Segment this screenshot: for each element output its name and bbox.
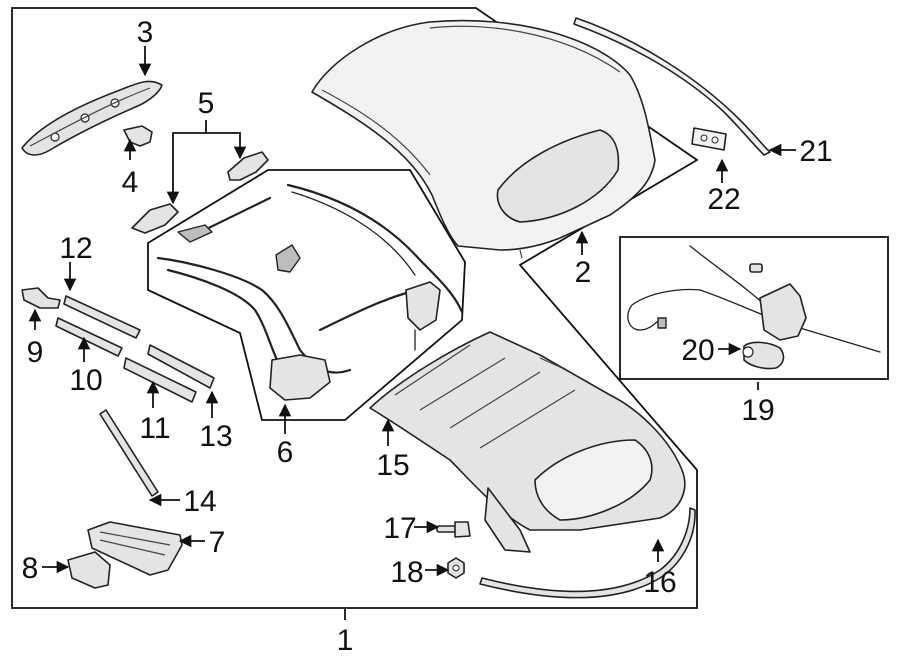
callout-20: 20 [681, 334, 714, 367]
part-4-clip [123, 125, 153, 147]
latch-assembly-box-19 [619, 236, 889, 380]
callout-11: 11 [139, 412, 170, 445]
callout-8: 8 [22, 552, 39, 585]
callout-16: 16 [643, 566, 676, 599]
part-9-end-cap [21, 287, 61, 309]
frame-subassembly-outline-6 [147, 169, 466, 421]
part-5-bracket-lower [131, 203, 179, 234]
callout-1: 1 [337, 624, 354, 657]
callout-13: 13 [199, 420, 232, 453]
part-14-weatherstrip [99, 409, 159, 497]
part-17-bolt [436, 521, 471, 538]
callout-2: 2 [575, 256, 592, 289]
callout-10: 10 [69, 364, 102, 397]
callout-17: 17 [383, 512, 416, 545]
part-15-soft-top [369, 331, 686, 553]
callout-12: 12 [59, 232, 92, 265]
part-6-frame-linkage [156, 183, 464, 401]
callout-14: 14 [183, 485, 216, 518]
part-7-tray [87, 521, 183, 576]
callout-7: 7 [209, 526, 226, 559]
callout-22: 22 [707, 183, 740, 216]
callout-18: 18 [390, 556, 423, 589]
part-12-strip [63, 295, 141, 339]
leaders [28, 46, 796, 577]
part-21-seal-strip [573, 17, 771, 156]
part-18-nut [447, 557, 465, 579]
part-13-strip [147, 344, 215, 389]
callout-9: 9 [27, 336, 44, 369]
part-19-latch-assembly [627, 245, 881, 353]
part-8-bracket [67, 551, 111, 589]
callout-6: 6 [277, 436, 294, 469]
part-20-motor [742, 341, 785, 370]
part-16-bow-strip [479, 507, 696, 599]
part-2-roof-panel [311, 19, 656, 259]
callout-21: 21 [799, 135, 832, 168]
part-5-bracket-upper [227, 151, 269, 181]
part-3-header-trim [21, 80, 163, 156]
callout-15: 15 [376, 449, 409, 482]
callout-3: 3 [137, 16, 154, 49]
part-11-strip [123, 357, 197, 403]
callout-4: 4 [122, 166, 139, 199]
part-22-plate [691, 127, 727, 151]
callout-5: 5 [198, 87, 215, 120]
callout-19: 19 [741, 394, 774, 427]
